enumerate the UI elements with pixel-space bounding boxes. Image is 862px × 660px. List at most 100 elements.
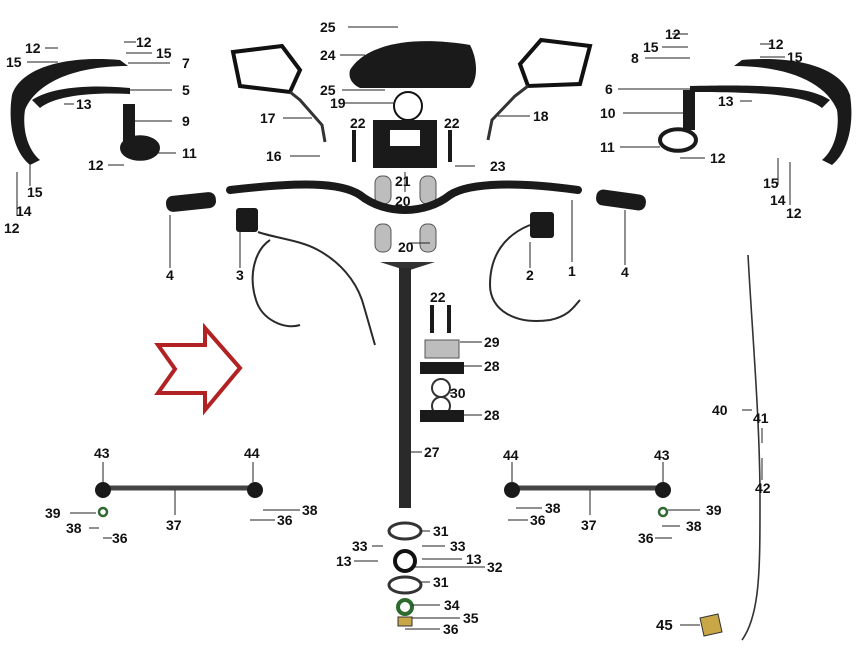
handlebar [226, 180, 582, 214]
left-mirror-stem [289, 90, 327, 143]
callout-43b: 43 [654, 447, 670, 463]
callout-35: 35 [463, 610, 479, 626]
callout-22b: 22 [444, 115, 460, 131]
left-switch-harness [251, 231, 376, 346]
washer-39-right [657, 506, 669, 518]
bolt-22-left [352, 130, 356, 162]
callout-20a: 20 [395, 193, 411, 209]
tie-rod-end-right-b [655, 482, 671, 498]
left-handguard [10, 59, 128, 165]
lower-clamp-right [419, 223, 437, 253]
callout-36d: 36 [638, 530, 654, 546]
callout-12h: 12 [786, 205, 802, 221]
callout-4b: 4 [621, 264, 629, 280]
callout-36b: 36 [277, 512, 293, 528]
callout-20b: 20 [398, 239, 414, 255]
callout-16: 16 [266, 148, 282, 164]
upper-clamp-right [419, 175, 437, 205]
tie-rod-end-left-a [95, 482, 111, 498]
tie-rod-end-right-a [504, 482, 520, 498]
bracket-plate-window [390, 130, 420, 146]
callout-38d: 38 [686, 518, 702, 534]
right-handguard-bar [690, 85, 830, 108]
callout-38a: 38 [66, 520, 82, 536]
callout-12c: 12 [88, 157, 104, 173]
clamp-28-bottom [420, 410, 464, 422]
right-grip [596, 189, 646, 211]
lower-clamp-left [374, 223, 392, 253]
callout-23: 23 [490, 158, 506, 174]
callout-2: 2 [526, 267, 534, 283]
callout-3: 3 [236, 267, 244, 283]
seal-34 [396, 598, 414, 616]
callout-36a: 36 [112, 530, 128, 546]
right-mirror-stem [486, 84, 529, 141]
left-mount-bracket [123, 104, 135, 142]
flange-31-top [387, 521, 423, 541]
callout-15f: 15 [763, 175, 779, 191]
right-switch-harness [488, 224, 581, 322]
callout-30: 30 [450, 385, 466, 401]
callout-37a: 37 [166, 517, 182, 533]
callout-12d: 12 [4, 220, 20, 236]
callout-11a: 11 [182, 145, 197, 161]
spacer-29 [424, 339, 460, 359]
left-clamp [120, 135, 161, 161]
callout-13c: 13 [336, 553, 352, 569]
left-grip [165, 192, 217, 212]
callout-27: 27 [424, 444, 440, 460]
callout-6: 6 [605, 81, 613, 97]
callout-12b: 12 [136, 34, 152, 50]
gauge [393, 91, 423, 121]
callout-11b: 11 [600, 139, 615, 155]
callout-21: 21 [395, 173, 411, 189]
washer-39-left [97, 506, 109, 518]
callout-29: 29 [484, 334, 500, 350]
left-mirror [230, 43, 303, 95]
callout-38c: 38 [545, 500, 561, 516]
right-mirror [517, 37, 593, 89]
callout-12e: 12 [665, 26, 681, 42]
callout-28a: 28 [484, 358, 500, 374]
leader-lines [16, 26, 791, 630]
left-handguard-bar [32, 86, 130, 108]
callout-15e: 15 [787, 49, 803, 65]
right-handguard [734, 59, 852, 165]
callout-41: 41 [753, 410, 769, 426]
callout-13a: 13 [76, 96, 92, 112]
callout-15b: 15 [156, 45, 172, 61]
callout-13d: 13 [466, 551, 482, 567]
callout-17: 17 [260, 110, 276, 126]
callout-43a: 43 [94, 445, 110, 461]
cable-adjuster [699, 613, 723, 637]
tie-rod-end-left-b [247, 482, 263, 498]
callout-24: 24 [320, 47, 336, 63]
callout-39b: 39 [706, 502, 722, 518]
callout-15d: 15 [643, 39, 659, 55]
callout-39a: 39 [45, 505, 61, 521]
callout-45: 45 [656, 617, 673, 634]
callout-14a: 14 [16, 203, 32, 219]
callout-25b: 25 [320, 82, 336, 98]
callout-12f: 12 [768, 36, 784, 52]
callout-28b: 28 [484, 407, 500, 423]
callout-1: 1 [568, 263, 576, 279]
callout-18: 18 [533, 108, 549, 124]
callout-labels: 25 24 25 19 12 12 15 15 7 5 13 9 11 12 1… [4, 19, 803, 637]
callout-13b: 13 [718, 93, 734, 109]
callout-44b: 44 [503, 447, 519, 463]
callout-22c: 22 [430, 289, 446, 305]
callout-37b: 37 [581, 517, 597, 533]
callout-36e: 36 [443, 621, 459, 637]
callout-4a: 4 [166, 267, 174, 283]
callout-40: 40 [712, 402, 728, 418]
right-switch [530, 212, 554, 238]
callout-14b: 14 [770, 192, 786, 208]
callout-9: 9 [182, 113, 190, 129]
callout-36c: 36 [530, 512, 546, 528]
bushing-30-a [431, 378, 451, 398]
callout-34: 34 [444, 597, 460, 613]
callout-38b: 38 [302, 502, 318, 518]
bolt-22-lower-a [430, 305, 434, 333]
